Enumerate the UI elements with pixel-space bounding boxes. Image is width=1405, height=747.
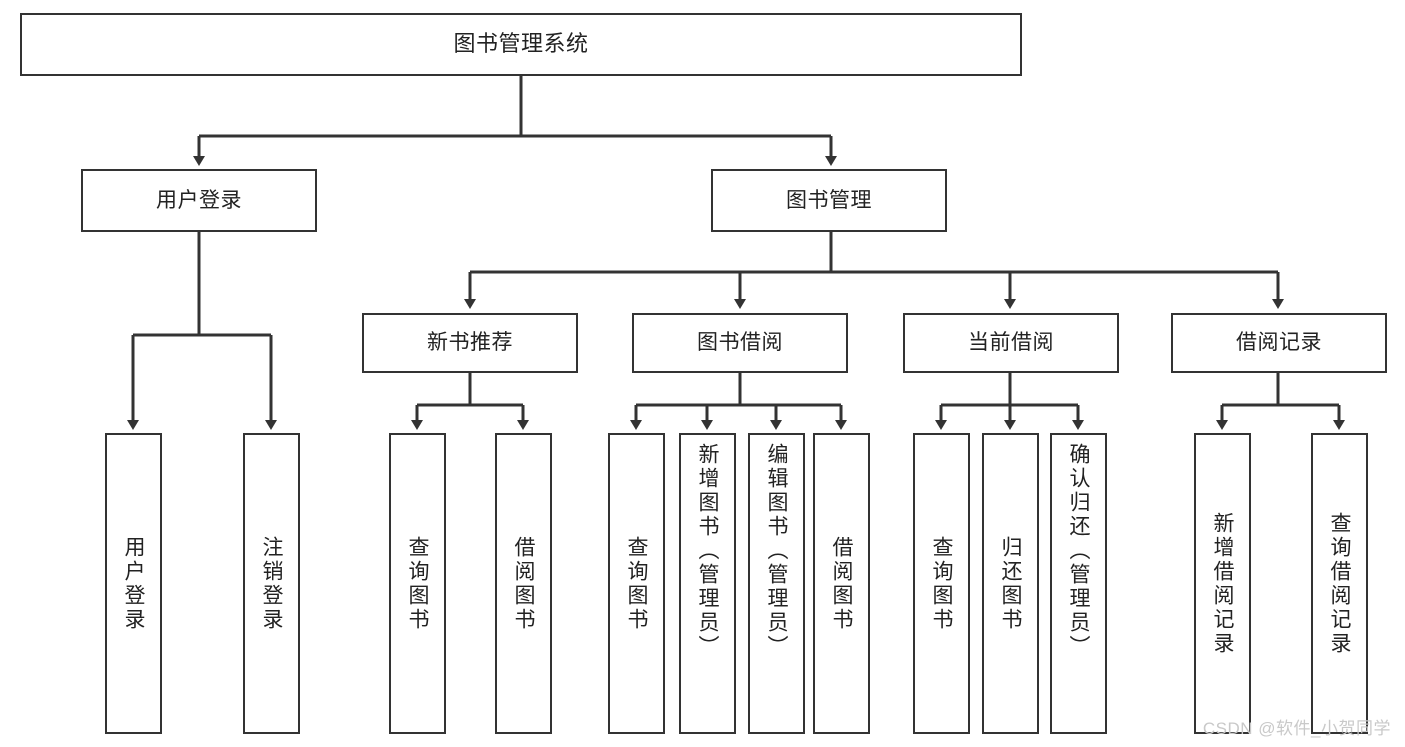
node-label: 查询图书 [625, 535, 648, 632]
node-book-borrow[interactable]: 图书借阅 [632, 313, 848, 373]
leaf-borrow-record-add-record[interactable]: 新增借阅记录 [1194, 433, 1251, 734]
node-label: 借阅记录 [1236, 331, 1322, 355]
leaf-user-login-login[interactable]: 用户登录 [105, 433, 162, 734]
leaf-borrow-record-query-record[interactable]: 查询借阅记录 [1311, 433, 1368, 734]
node-label: 图书管理系统 [453, 31, 589, 57]
leaf-new-book-query-book[interactable]: 查询图书 [389, 433, 446, 734]
leaf-current-borrow-return-book[interactable]: 归还图书 [982, 433, 1039, 734]
node-label: 查询图书 [930, 535, 953, 632]
leaf-book-borrow-edit-book-admin[interactable]: 编辑图书（管理员） [748, 433, 805, 734]
leaf-current-borrow-query-book[interactable]: 查询图书 [913, 433, 970, 734]
node-root-book-management-system[interactable]: 图书管理系统 [20, 13, 1022, 76]
leaf-current-borrow-confirm-return-admin[interactable]: 确认归还（管理员） [1050, 433, 1107, 734]
node-label: 归还图书 [999, 535, 1022, 632]
leaf-book-borrow-add-book-admin[interactable]: 新增图书（管理员） [679, 433, 736, 734]
node-new-book-recommend[interactable]: 新书推荐 [362, 313, 578, 373]
node-book-management[interactable]: 图书管理 [711, 169, 947, 232]
leaf-user-login-logout[interactable]: 注销登录 [243, 433, 300, 734]
watermark-text: CSDN @软件_小贺同学 [1202, 719, 1391, 738]
node-label: 查询图书 [406, 535, 429, 632]
node-borrow-record[interactable]: 借阅记录 [1171, 313, 1387, 373]
node-label: 新书推荐 [427, 331, 513, 355]
node-label: 图书借阅 [697, 331, 783, 355]
node-label: 用户登录 [156, 188, 242, 212]
node-label: 图书管理 [786, 188, 872, 212]
node-label: 新增图书（管理员） [696, 443, 719, 659]
node-label: 编辑图书（管理员） [765, 443, 788, 659]
leaf-new-book-borrow-book[interactable]: 借阅图书 [495, 433, 552, 734]
node-label: 新增借阅记录 [1211, 511, 1234, 656]
leaf-book-borrow-borrow-book[interactable]: 借阅图书 [813, 433, 870, 734]
node-label: 用户登录 [122, 535, 145, 632]
node-current-borrow[interactable]: 当前借阅 [903, 313, 1119, 373]
node-label: 当前借阅 [968, 331, 1054, 355]
node-label: 借阅图书 [830, 535, 853, 632]
node-label: 确认归还（管理员） [1067, 443, 1090, 659]
leaf-book-borrow-query-book[interactable]: 查询图书 [608, 433, 665, 734]
node-label: 查询借阅记录 [1328, 511, 1351, 656]
node-label: 注销登录 [260, 535, 283, 632]
node-user-login[interactable]: 用户登录 [81, 169, 317, 232]
node-label: 借阅图书 [512, 535, 535, 632]
